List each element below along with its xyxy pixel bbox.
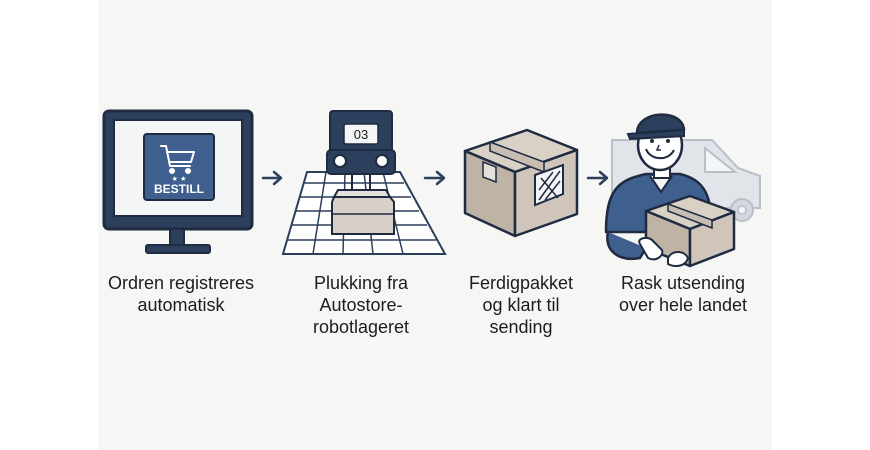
- package-box-icon: [463, 128, 579, 238]
- step-4-label: Rask utsending over hele landet: [618, 273, 748, 315]
- shopping-cart-icon: [160, 145, 195, 174]
- delivery-person-icon: [604, 113, 761, 268]
- order-button-label: BESTILL: [154, 182, 204, 196]
- arrow-right-icon: [261, 170, 283, 186]
- computer-order-icon: ★ ★ BESTILL: [102, 109, 254, 254]
- step-2-label: Plukking fra Autostore- robotlageret: [312, 273, 410, 337]
- robot-number: 03: [354, 127, 368, 142]
- step-3-label: Ferdigpakket og klart til sending: [468, 273, 574, 337]
- step-1-label: Ordren registreres automatisk: [107, 273, 255, 315]
- cap-icon: [626, 113, 686, 141]
- arrow-right-icon: [586, 170, 609, 186]
- order-button: ★ ★ BESTILL: [143, 133, 215, 201]
- rating-stars: ★ ★: [172, 175, 187, 183]
- arrow-right-icon: [423, 170, 446, 186]
- fragile-label: [534, 163, 564, 207]
- storage-bin: [331, 189, 395, 235]
- autostore-robot-icon: 03: [281, 110, 447, 255]
